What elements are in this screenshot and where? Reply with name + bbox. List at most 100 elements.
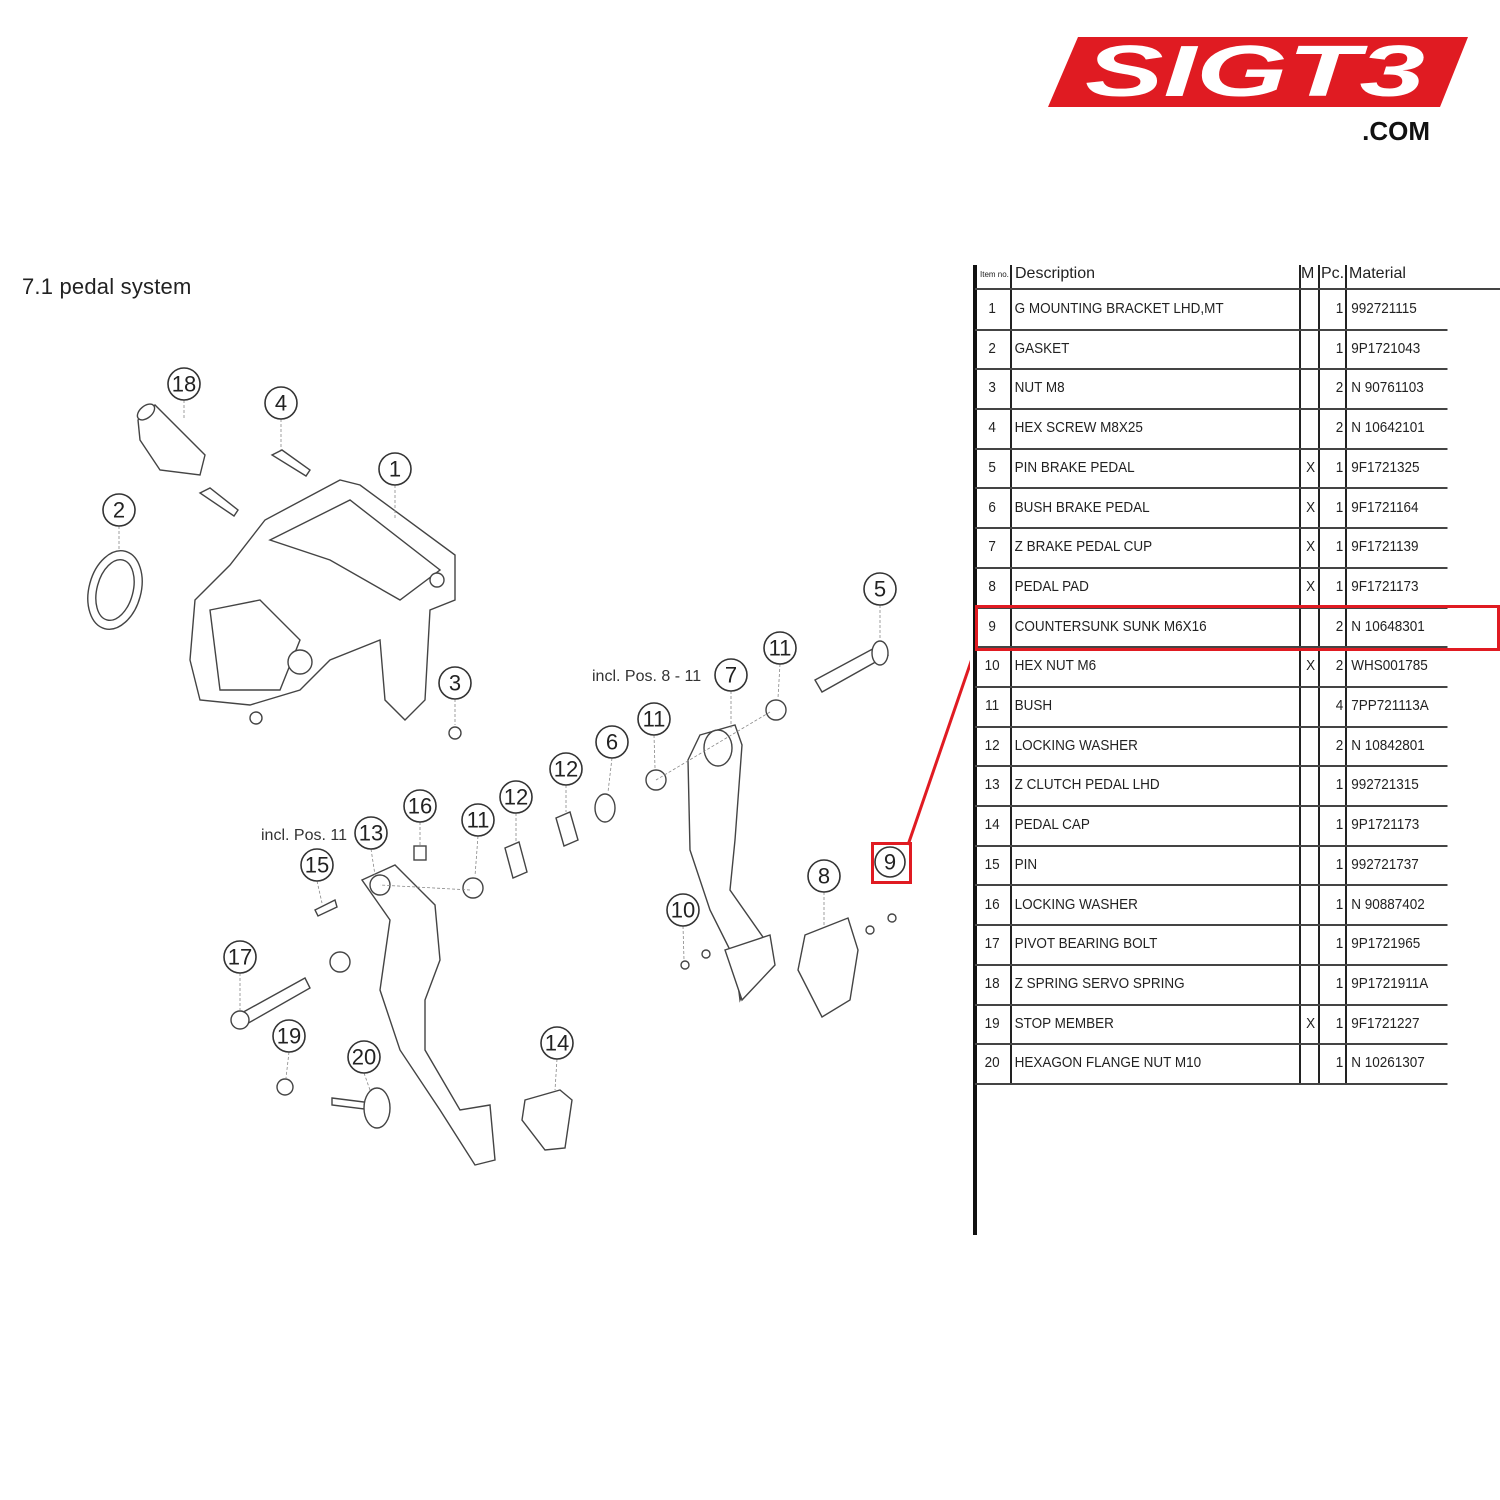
note-brake-incl: incl. Pos. 8 - 11: [592, 668, 701, 685]
callout-9[interactable]: 9: [874, 846, 906, 878]
callout-5[interactable]: 5: [863, 572, 897, 606]
callout-14[interactable]: 14: [540, 1026, 574, 1060]
logo-banner: [1048, 37, 1468, 107]
cell-description: G MOUNTING BRACKET LHD,MT: [1014, 300, 1224, 317]
highlighted-row-box: [975, 605, 1500, 651]
cell-pieces: 1: [1335, 300, 1344, 317]
cell-item-no: 18: [984, 974, 1000, 992]
callout-17[interactable]: 17: [223, 940, 257, 974]
cell-description: HEX SCREW M8X25: [1014, 419, 1143, 437]
pin: [314, 898, 338, 917]
callout-1[interactable]: 1: [378, 452, 412, 486]
logo-domain: .COM: [1362, 116, 1430, 146]
header-pc: Pc.: [1321, 265, 1345, 282]
cell-material: 9F1721173: [1351, 577, 1419, 595]
cell-pieces: 2: [1335, 736, 1344, 754]
cell-m-flag: X: [1306, 1014, 1316, 1032]
column-divider: [1318, 265, 1320, 1083]
cell-material: 992721315: [1351, 776, 1419, 794]
svg-text:10: 10: [671, 898, 695, 923]
column-divider: [1299, 265, 1301, 1083]
cell-pieces: 2: [1335, 379, 1344, 397]
cell-description: HEX NUT M6: [1014, 657, 1097, 675]
cell-pieces: 1: [1335, 538, 1344, 556]
svg-text:13: 13: [359, 821, 383, 846]
cell-description: Z SPRING SERVO SPRING: [1014, 974, 1185, 992]
callout-12[interactable]: 12: [549, 752, 583, 786]
cell-description: GASKET: [1014, 339, 1070, 357]
cell-description: PIVOT BEARING BOLT: [1014, 935, 1158, 953]
cell-pieces: 1: [1335, 339, 1344, 357]
cell-pieces: 1: [1335, 855, 1344, 873]
callout-4[interactable]: 4: [264, 386, 298, 420]
callout-11[interactable]: 11: [763, 631, 797, 665]
callout-3[interactable]: 3: [438, 666, 472, 700]
cell-description: PIN: [1014, 855, 1038, 873]
cell-item-no: 7: [988, 538, 996, 556]
bracket-hole: [429, 572, 445, 588]
callout-20[interactable]: 20: [347, 1040, 381, 1074]
gasket-inner: [95, 558, 135, 622]
bush-brake-pedal: [594, 793, 616, 823]
callout-8[interactable]: 8: [807, 859, 841, 893]
cell-material: N 10261307: [1351, 1054, 1425, 1072]
cell-item-no: 15: [984, 855, 1000, 873]
svg-text:4: 4: [275, 391, 287, 416]
cell-m-flag: X: [1306, 498, 1316, 516]
svg-text:17: 17: [228, 945, 252, 970]
cell-description: PIN BRAKE PEDAL: [1014, 458, 1135, 476]
cell-description: BUSH BRAKE PEDAL: [1014, 498, 1150, 516]
svg-text:15: 15: [305, 853, 329, 878]
callout-6[interactable]: 6: [595, 725, 629, 759]
cell-material: 9P1721173: [1351, 816, 1420, 834]
callout-10[interactable]: 10: [666, 893, 700, 927]
callout-16[interactable]: 16: [403, 789, 437, 823]
svg-text:1: 1: [389, 457, 401, 482]
callout-15[interactable]: 15: [300, 848, 334, 882]
cell-pieces: 2: [1335, 419, 1344, 437]
callout-7[interactable]: 7: [714, 658, 748, 692]
note-clutch-incl: incl. Pos. 11: [261, 827, 347, 844]
cell-material: 7PP721113A: [1351, 697, 1429, 714]
callout-19[interactable]: 19: [272, 1019, 306, 1053]
svg-text:19: 19: [277, 1024, 301, 1049]
callout-12[interactable]: 12: [499, 780, 533, 814]
callout-13[interactable]: 13: [354, 816, 388, 850]
brake-pedal-cup: [724, 934, 776, 1002]
svg-text:9: 9: [884, 850, 896, 875]
cell-description: Z BRAKE PEDAL CUP: [1014, 538, 1153, 556]
cell-pieces: 1: [1335, 776, 1344, 794]
sigt3-logo[interactable]: SIGT3 .COM: [1040, 30, 1480, 150]
cell-pieces: 1: [1335, 1014, 1344, 1032]
cell-description: COUNTERSUNK SUNK M6X16: [1014, 617, 1207, 635]
cell-pieces: 2: [1335, 657, 1344, 675]
cell-material: N 90761103: [1351, 379, 1424, 397]
callout-18[interactable]: 18: [167, 367, 201, 401]
cell-item-no: 8: [988, 577, 996, 595]
callout-2[interactable]: 2: [102, 493, 136, 527]
brake-pedal-bore: [703, 729, 733, 767]
callout-11[interactable]: 11: [637, 702, 671, 736]
callout-11[interactable]: 11: [461, 803, 495, 837]
cell-description: Z CLUTCH PEDAL LHD: [1014, 776, 1160, 794]
